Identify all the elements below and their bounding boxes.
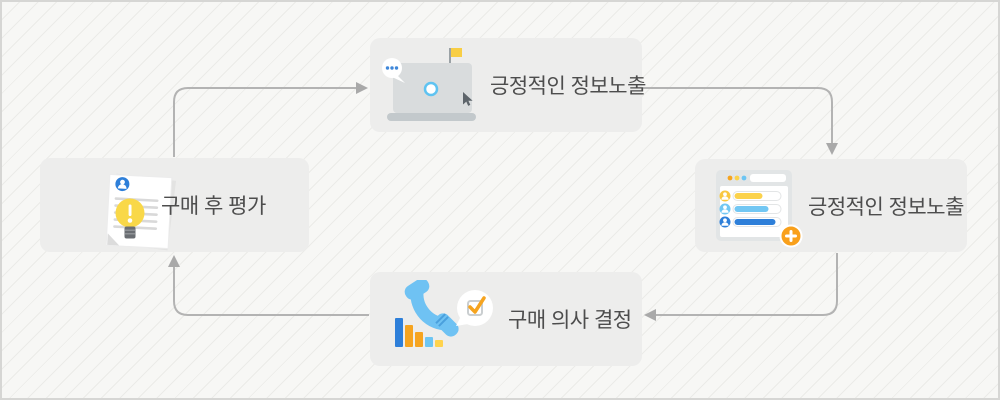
node-post-purchase-review: 구매 후 평가 [40,158,309,252]
review-document-icon [105,173,177,251]
flag-icon [451,48,462,57]
browser-search-bar [750,174,786,182]
node-info-exposure-right: 긍정적인 정보노출 [695,159,967,252]
user-row [719,216,782,228]
check-bubble-icon [456,290,493,326]
node-label: 긍정적인 정보노출 [808,195,964,219]
laptop-base [387,113,476,121]
bar-chart-icon [395,318,443,347]
arrowhead-right-icon [356,82,368,94]
node-purchase-decision: 구매 의사 결정 [370,272,642,366]
add-badge-icon [779,224,803,248]
node-label: 긍정적인 정보노출 [490,75,646,98]
arrowhead-left-icon [644,309,656,321]
node-info-exposure-top: 긍정적인 정보노출 [370,38,646,132]
cursor-icon [463,92,473,106]
user-review-list-icon [716,170,803,248]
webcam-dot-icon [423,81,439,97]
user-row [719,190,782,202]
arrow-left-to-top [173,87,357,157]
check-mark [468,296,486,314]
lightbulb-icon [115,198,145,239]
arrowhead-up-icon [168,255,180,267]
arrowhead-down-icon [826,143,838,155]
arrow-top-to-right [643,87,833,144]
laptop-announcement-icon [382,48,476,121]
phone-handset-icon [404,280,459,337]
user-row [719,203,782,215]
node-label: 구매 후 평가 [161,195,266,218]
phone-decision-icon [395,280,493,347]
node-label: 구매 의사 결정 [508,309,632,332]
flag-pole [449,48,451,64]
arrow-bottom-to-left [173,266,369,316]
arrow-right-to-bottom [655,253,838,316]
